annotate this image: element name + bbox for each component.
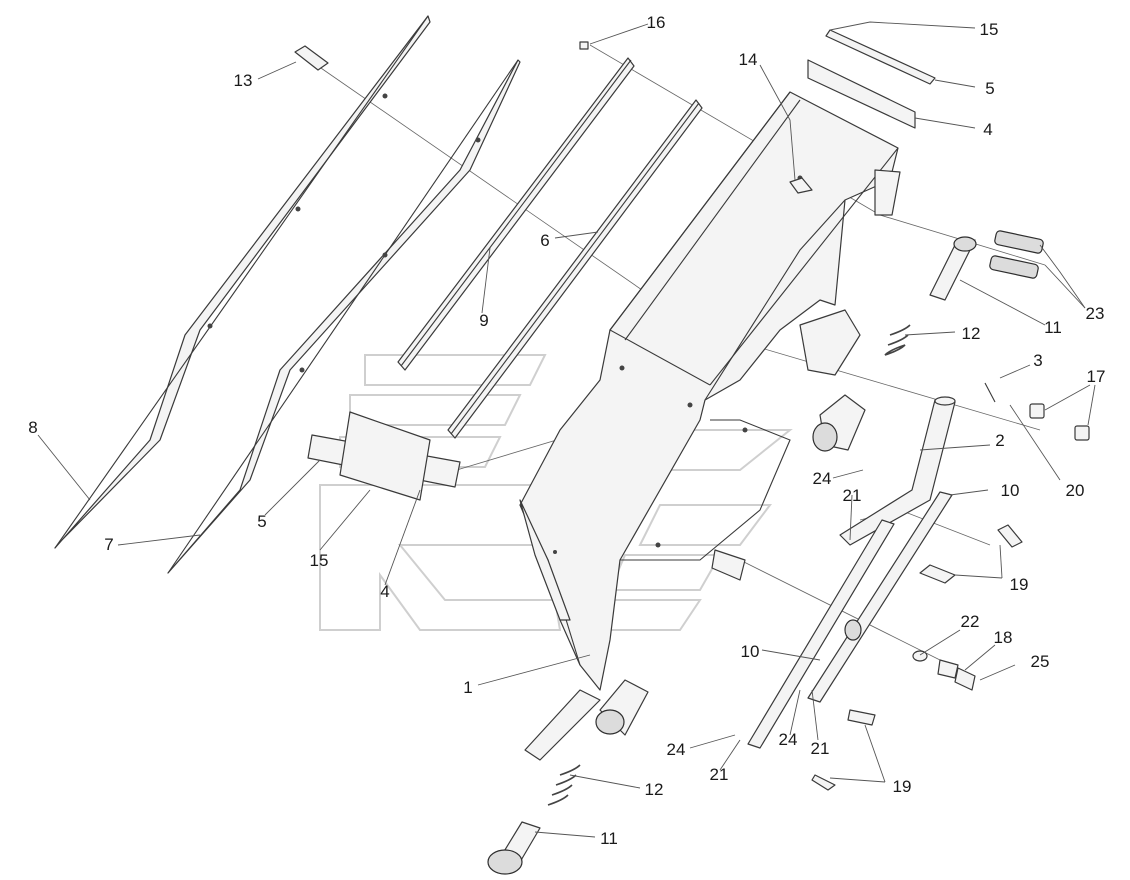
callout-15-left: 15 (310, 551, 329, 570)
callout-21: 21 (843, 486, 862, 505)
callout-24-lower-left: 24 (667, 740, 686, 759)
callout-21-lower-left: 21 (710, 765, 729, 784)
callout-12: 12 (962, 324, 981, 343)
callout-24: 24 (813, 469, 832, 488)
callout-17: 17 (1087, 367, 1106, 386)
callout-1: 1 (463, 678, 472, 697)
part-11-pin-upper (929, 236, 977, 301)
part-7-rear-panel (167, 59, 521, 574)
callout-5: 5 (985, 79, 994, 98)
pivot-tube-lower (524, 679, 649, 761)
small-fasteners (294, 41, 1090, 791)
callout-10-lower: 10 (741, 642, 760, 661)
callout-7: 7 (104, 535, 113, 554)
callout-14: 14 (739, 50, 758, 69)
callout-6: 6 (540, 231, 549, 250)
callout-23: 23 (1086, 304, 1105, 323)
part-4-plate-top (807, 59, 916, 129)
callout-25: 25 (1031, 652, 1050, 671)
callout-8: 8 (28, 418, 37, 437)
part-2-tube-lever (839, 396, 956, 546)
part-8-front-panel (54, 15, 431, 549)
callout-24-lower: 24 (779, 730, 798, 749)
callout-11-lower: 11 (600, 829, 618, 848)
callout-4-left: 4 (380, 582, 389, 601)
callout-4: 4 (983, 120, 992, 139)
callout-19-lower: 19 (893, 777, 912, 796)
callout-3: 3 (1033, 351, 1042, 370)
part-12-spring-upper (884, 324, 911, 356)
part-6-angle-strip (447, 99, 703, 439)
part-9-angle-strip (397, 57, 635, 371)
callout-19: 19 (1010, 575, 1029, 594)
part-12-spring-lower (547, 764, 581, 806)
part-4-plate-left (339, 411, 431, 501)
callout-21-lower: 21 (811, 739, 830, 758)
callout-12-lower: 12 (645, 780, 664, 799)
part-11-pin-lower (487, 821, 541, 875)
callout-22: 22 (961, 612, 980, 631)
callout-9: 9 (479, 311, 488, 330)
part-10-link-lower (747, 519, 895, 749)
callout-16: 16 (647, 13, 666, 32)
part-1-main-frame (519, 91, 901, 691)
callout-5-left: 5 (257, 512, 266, 531)
part-23-bumpers (989, 230, 1044, 279)
callout-18: 18 (994, 628, 1013, 647)
leader-lines (37, 21, 1096, 838)
callout-20: 20 (1066, 481, 1085, 500)
callout-15: 15 (980, 20, 999, 39)
callout-2: 2 (995, 431, 1004, 450)
part-5-plate-top (825, 29, 936, 85)
callout-11: 11 (1044, 318, 1062, 337)
callout-10: 10 (1001, 481, 1020, 500)
callout-13: 13 (234, 71, 253, 90)
callout-labels: 13 16 15 14 5 4 6 9 23 11 12 3 17 8 2 20… (28, 13, 1105, 848)
pivot-tube-right (799, 309, 866, 452)
